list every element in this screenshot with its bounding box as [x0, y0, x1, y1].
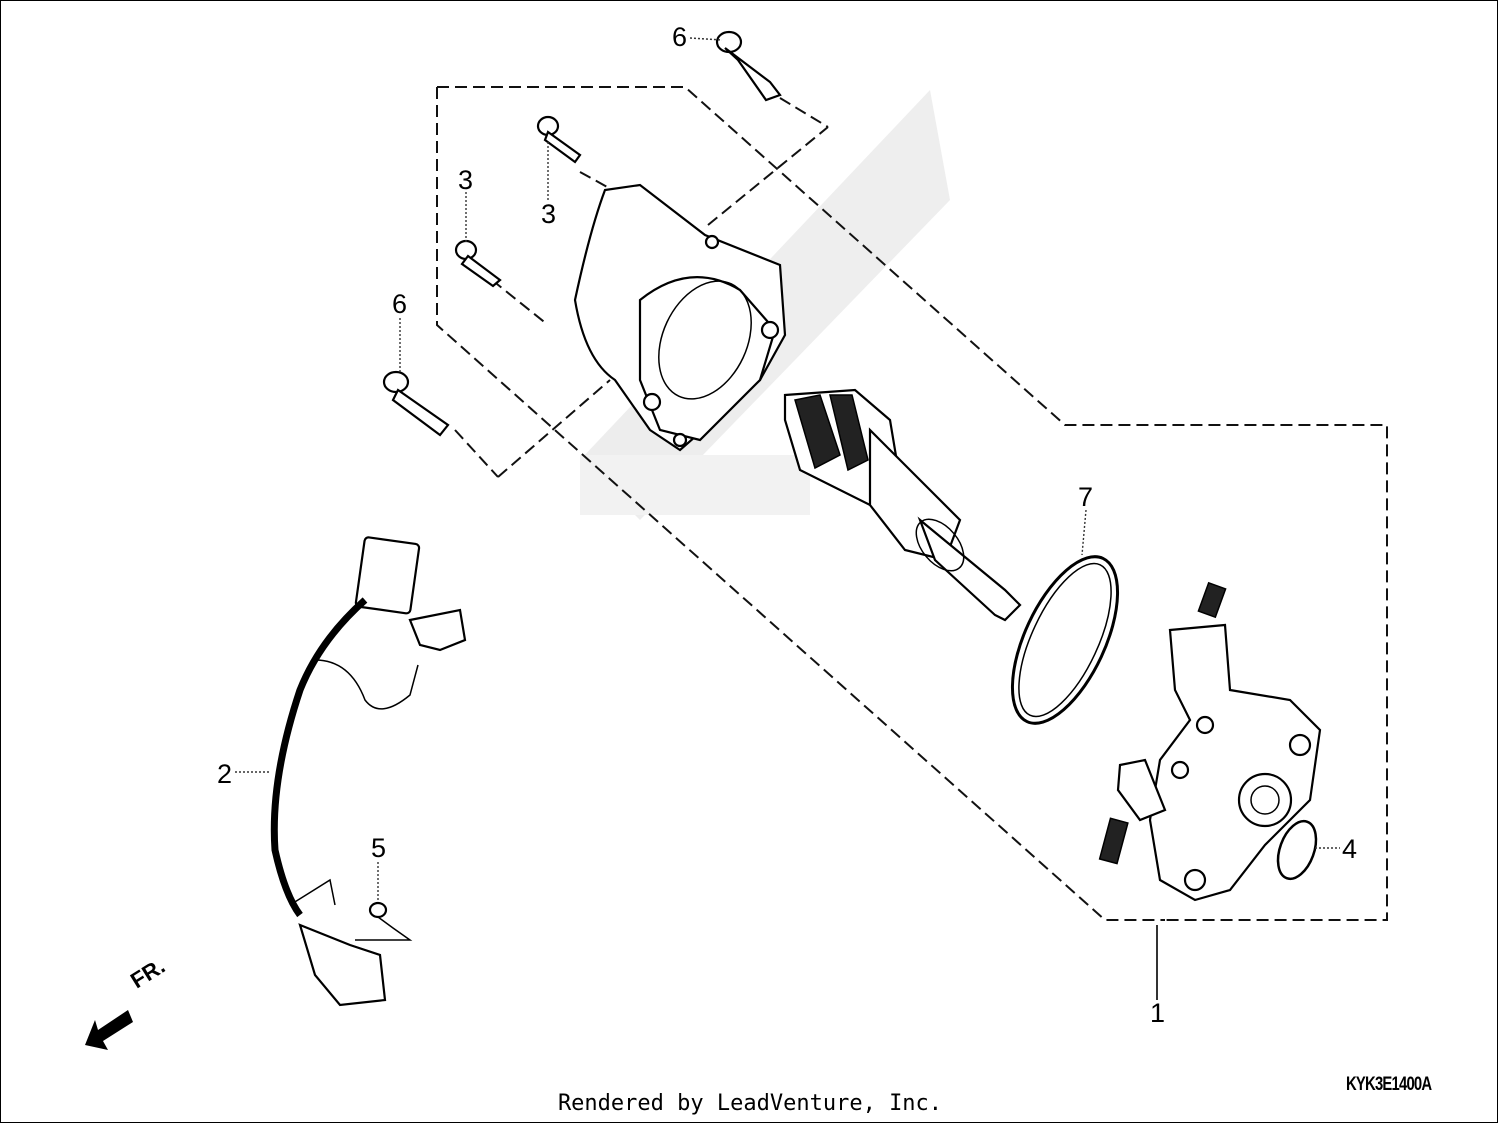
bolt-3-upper [536, 115, 582, 164]
callout-6-left: 6 [392, 289, 407, 319]
armature [783, 388, 1022, 622]
callout-numbers: 6 3 3 6 7 2 5 4 1 [217, 22, 1357, 1028]
front-direction-arrow [85, 1010, 133, 1050]
callout-6-top: 6 [672, 22, 687, 52]
diagram-code: KYK3E1400A [1346, 1074, 1432, 1095]
assembly-dashed-lines [436, 86, 1388, 921]
bolt-3-lower [454, 239, 502, 288]
callout-3-lower: 3 [458, 165, 473, 195]
o-ring-7-inner [1018, 562, 1112, 718]
callout-7: 7 [1078, 482, 1093, 512]
callout-2: 2 [217, 759, 232, 789]
washer-4 [1276, 819, 1318, 881]
callout-4: 4 [1342, 834, 1357, 864]
callout-5: 5 [371, 833, 386, 863]
callout-3-upper: 3 [541, 199, 556, 229]
render-credit: Rendered by LeadVenture, Inc. [557, 1091, 943, 1116]
brush-holder-assembly [1098, 581, 1322, 902]
callout-1: 1 [1150, 998, 1165, 1028]
starter-cable [270, 536, 467, 1007]
o-ring-7 [1010, 555, 1120, 725]
bolt-6-left [382, 370, 450, 437]
bolt-6-top [715, 30, 782, 102]
callout-leaders [235, 37, 1340, 1000]
screw-5 [355, 901, 413, 941]
starter-housing [573, 183, 787, 452]
